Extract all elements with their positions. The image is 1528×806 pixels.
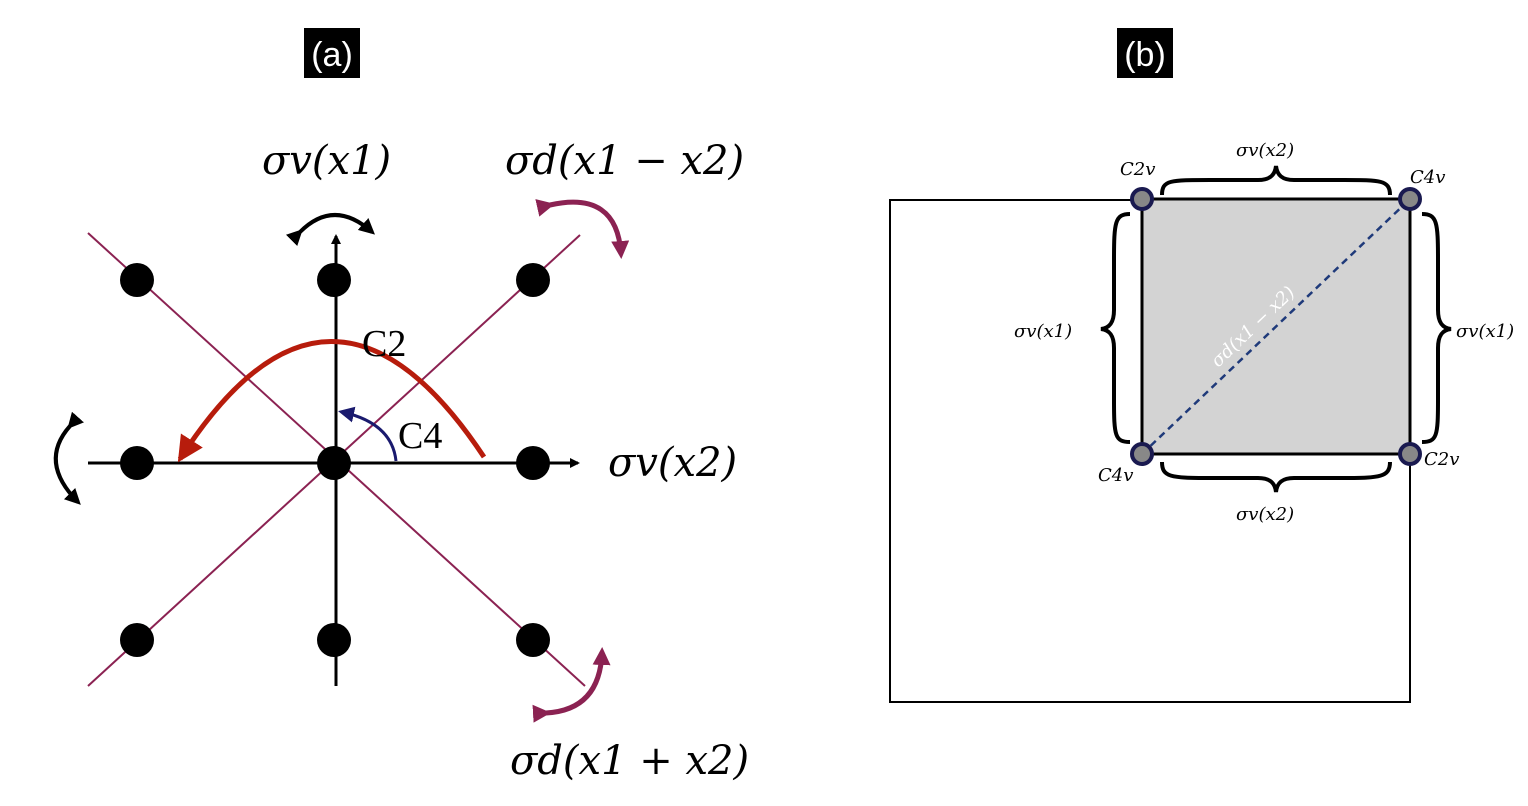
label-sigma-d-plus: σd(x1 + x2) (510, 738, 749, 784)
outer-cell-outline (889, 199, 1411, 703)
label-c4v-top-right: C4v (1410, 167, 1445, 188)
panel-a: (a) σv(x1) σd(x1 − x2) σv(x2) σd( (53, 28, 749, 784)
lattice-point (516, 446, 550, 480)
point-c4v-bottom-left (1130, 442, 1154, 466)
point-c2v-top-left (1130, 187, 1154, 211)
lattice-point (516, 263, 550, 297)
label-sigma-v-x2-bottom: σv(x2) (1236, 504, 1294, 525)
panel-b-tag-bg (1117, 28, 1173, 78)
label-c2: C2 (362, 323, 406, 365)
label-sigma-v-x2-top: σv(x2) (1236, 140, 1294, 161)
brace-top (1160, 165, 1392, 196)
brace-bottom (1160, 461, 1392, 493)
lattice-point-origin (317, 446, 351, 480)
c4-rotation-arc (338, 406, 398, 462)
brace-right (1421, 212, 1452, 444)
label-sigma-v-x2: σv(x2) (608, 440, 737, 486)
panel-b: (b) C2v C4v C4v C2v σv(x2) σv(x2) σv(x1)… (889, 28, 1514, 703)
reflection-arrow-left (53, 411, 84, 505)
lattice-point (120, 446, 154, 480)
panel-a-tag-bg (304, 28, 360, 78)
label-c2v-top-left: C2v (1120, 159, 1155, 180)
lattice-point (516, 623, 550, 657)
lattice-point (120, 623, 154, 657)
label-sigma-v-x1: σv(x1) (262, 138, 391, 184)
label-c4v-bottom-left: C4v (1098, 465, 1133, 486)
point-c2v-bottom-right (1398, 442, 1422, 466)
label-sigma-v-x1-right: σv(x1) (1456, 321, 1514, 342)
lattice-point (120, 263, 154, 297)
panel-a-tag: (a) (311, 36, 353, 74)
point-c4v-top-right (1398, 187, 1422, 211)
reflection-arrow-top (285, 213, 375, 247)
label-sigma-d-minus: σd(x1 − x2) (505, 138, 744, 184)
reflection-arrow-bottom-right (532, 647, 611, 723)
reflection-arrow-top-right (535, 199, 630, 259)
panel-b-tag: (b) (1124, 36, 1166, 74)
diagonal-mirror-dashed (1141, 198, 1411, 455)
label-c2v-bottom-right: C2v (1424, 449, 1459, 470)
c2-rotation-arc (177, 339, 487, 463)
lattice-point (317, 623, 351, 657)
label-sigma-v-x1-left: σv(x1) (1014, 321, 1072, 342)
brace-left (1100, 212, 1131, 444)
label-c4: C4 (398, 415, 442, 457)
lattice-point (317, 263, 351, 297)
